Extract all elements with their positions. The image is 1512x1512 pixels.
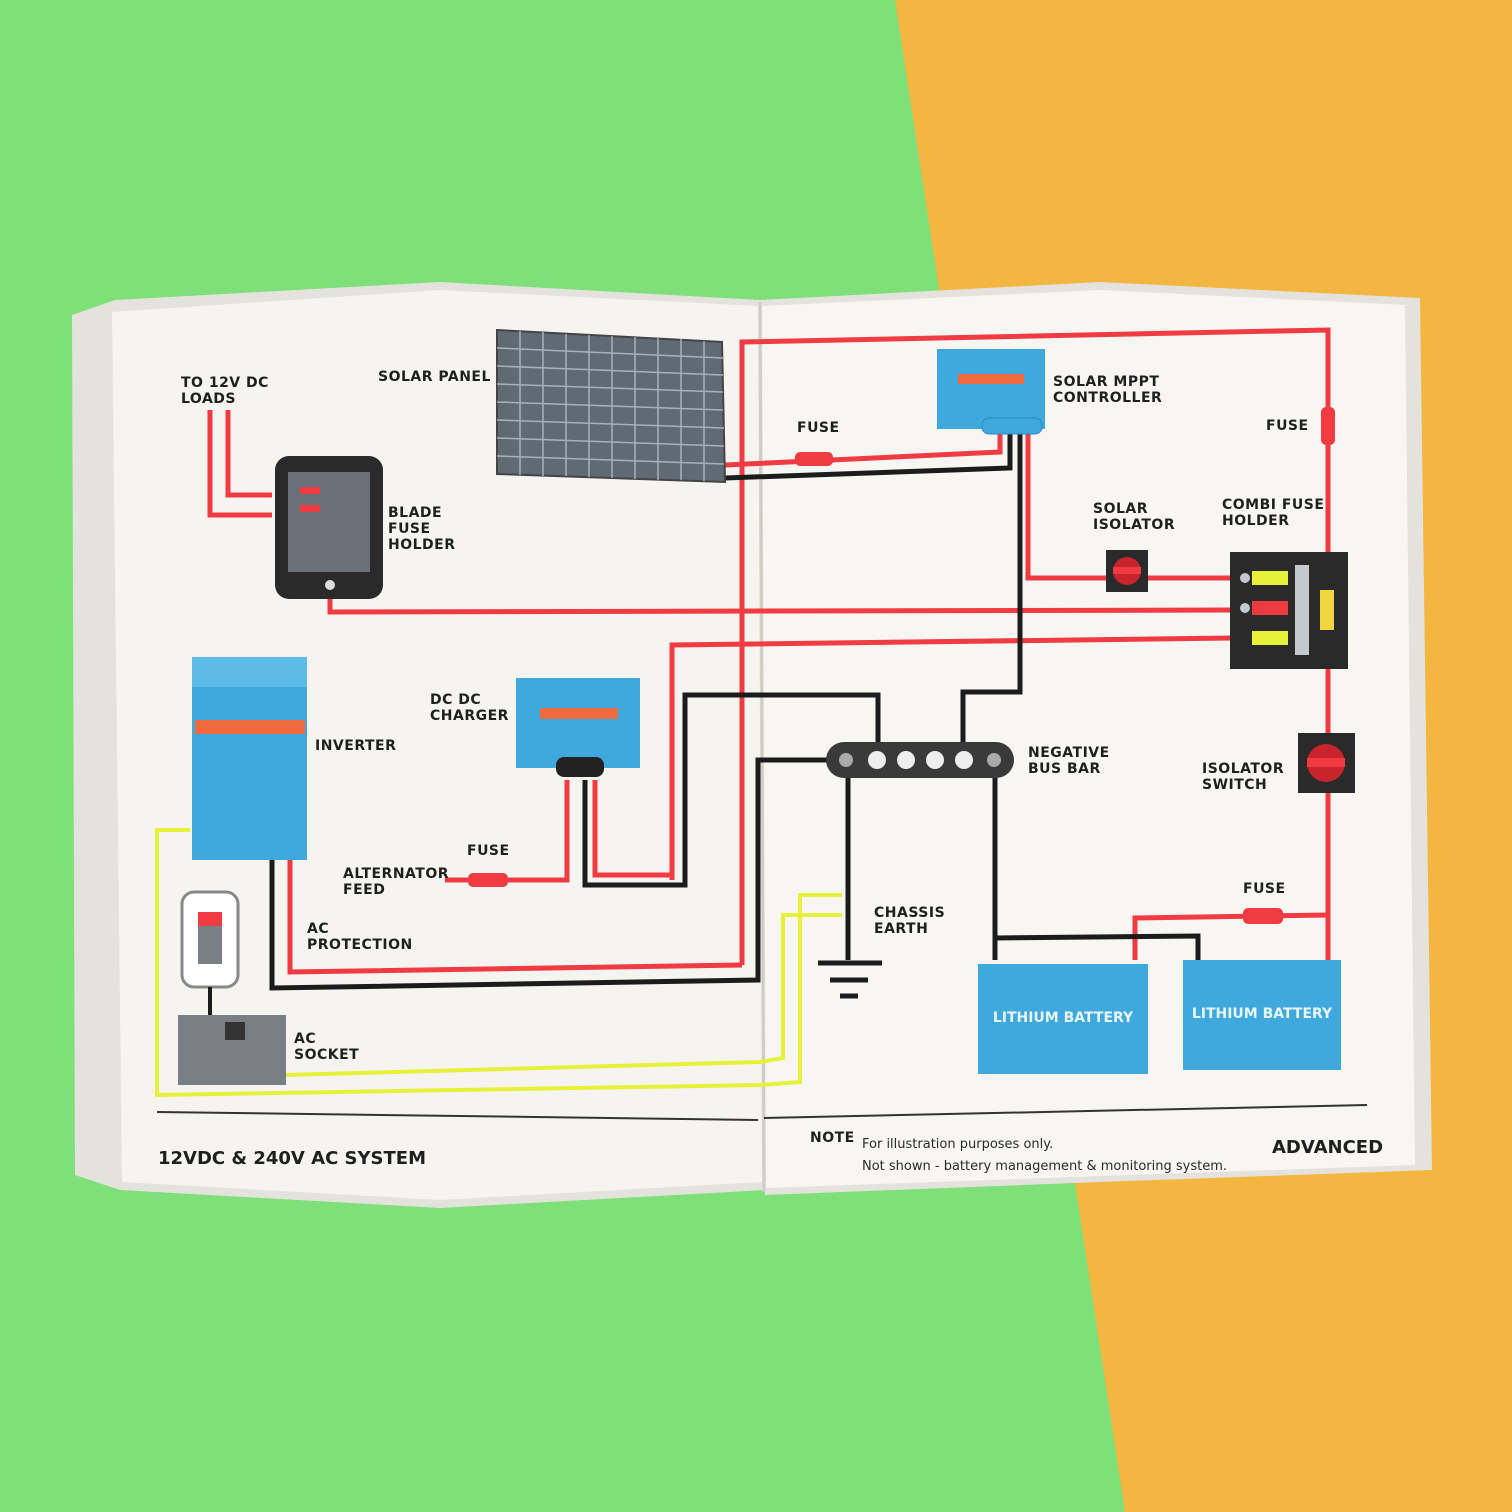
chassis-earth-icon xyxy=(818,960,882,999)
level-label: ADVANCED xyxy=(1272,1137,1383,1158)
ac-protection-label-1: AC xyxy=(307,921,329,937)
mppt-label-2: CONTROLLER xyxy=(1053,390,1162,406)
left-footer-rule xyxy=(156,1111,759,1121)
alternator-label-1: ALTERNATOR xyxy=(343,866,449,882)
ac-protection-label-2: PROTECTION xyxy=(307,937,413,953)
mppt-label-1: SOLAR MPPT xyxy=(1053,374,1159,390)
lithium-battery-1: LITHIUM BATTERY xyxy=(978,964,1148,1074)
bus-bar-label-1: NEGATIVE xyxy=(1028,745,1110,761)
right-footer-rule xyxy=(763,1104,1368,1119)
negative-bus-bar xyxy=(826,742,1014,778)
combi-fuse-holder xyxy=(1230,552,1348,669)
battery-fuse xyxy=(1243,908,1283,924)
lithium-battery-2: LITHIUM BATTERY xyxy=(1183,960,1341,1070)
bus-bar-label-2: BUS BAR xyxy=(1028,761,1101,777)
ac-socket xyxy=(178,1015,286,1085)
solar-isolator-label-2: ISOLATOR xyxy=(1093,517,1175,533)
solar-isolator xyxy=(1106,550,1148,592)
isolator-switch-label-2: SWITCH xyxy=(1202,777,1267,793)
note-line-2: Not shown - battery management & monitor… xyxy=(862,1159,1227,1174)
solar-isolator-label-1: SOLAR xyxy=(1093,501,1148,517)
main-fuse xyxy=(1321,407,1335,445)
solar-fuse xyxy=(795,452,833,466)
blade-fuse-label-1: BLADE xyxy=(388,505,442,521)
alternator-fuse-label: FUSE xyxy=(467,843,510,859)
isolator-switch xyxy=(1298,733,1355,793)
ac-protection xyxy=(180,890,240,989)
chassis-label-2: EARTH xyxy=(874,921,928,937)
page-title: 12VDC & 240V AC SYSTEM xyxy=(158,1148,426,1169)
battery-fuse-label: FUSE xyxy=(1243,881,1286,897)
solar-fuse-label: FUSE xyxy=(797,420,840,436)
solar-panel xyxy=(496,328,727,484)
note-line-1: For illustration purposes only. xyxy=(862,1137,1053,1152)
combi-label-2: HOLDER xyxy=(1222,513,1290,529)
inverter-label: INVERTER xyxy=(315,738,396,754)
dc-loads-label-2: LOADS xyxy=(181,391,236,407)
note-heading: NOTE xyxy=(810,1130,855,1146)
alternator-label-2: FEED xyxy=(343,882,385,898)
solar-panel-label: SOLAR PANEL xyxy=(378,369,491,385)
blade-fuse-label-2: FUSE xyxy=(388,521,431,537)
blade-fuse-holder xyxy=(275,456,383,599)
ac-socket-label-2: SOCKET xyxy=(294,1047,359,1063)
main-fuse-label: FUSE xyxy=(1266,418,1309,434)
dcdc-label-1: DC DC xyxy=(430,692,481,708)
ac-socket-label-1: AC xyxy=(294,1031,316,1047)
combi-label-1: COMBI FUSE xyxy=(1222,497,1324,513)
dcdc-label-2: CHARGER xyxy=(430,708,509,724)
blade-fuse-label-3: HOLDER xyxy=(388,537,456,553)
battery-2-label: LITHIUM BATTERY xyxy=(1192,1006,1333,1022)
alternator-fuse xyxy=(468,873,508,887)
chassis-label-1: CHASSIS xyxy=(874,905,945,921)
inverter xyxy=(192,657,307,860)
isolator-switch-label-1: ISOLATOR xyxy=(1202,761,1284,777)
battery-1-label: LITHIUM BATTERY xyxy=(993,1010,1134,1026)
dc-loads-label-1: TO 12V DC xyxy=(181,375,269,391)
solar-mppt-controller xyxy=(937,349,1045,435)
dcdc-charger xyxy=(516,678,640,777)
